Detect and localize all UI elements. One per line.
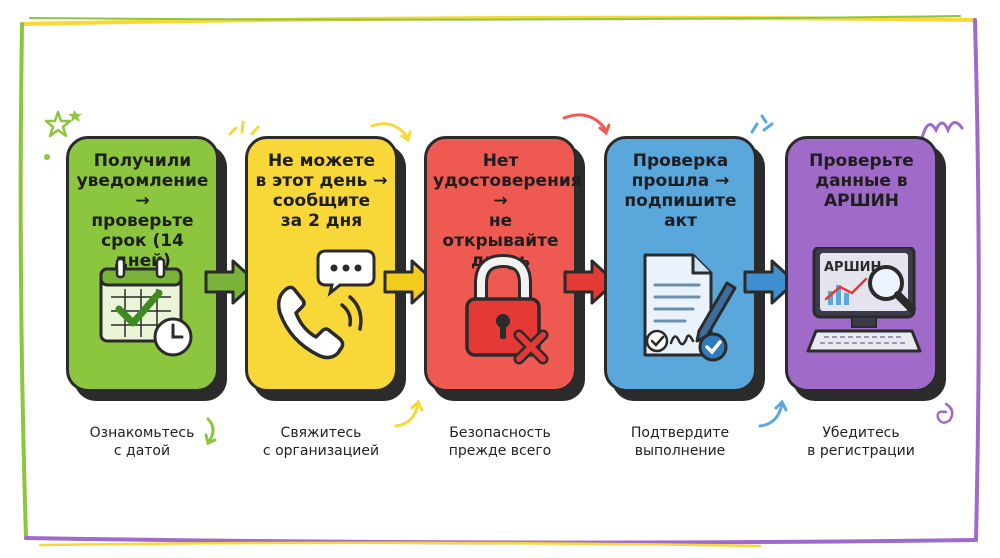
screen-label: АРШИН — [824, 260, 881, 275]
arrow-right-icon — [204, 259, 258, 305]
bracket-mark-icon — [204, 417, 217, 446]
curved-arrow-icon — [758, 399, 788, 428]
computer-search-icon: АРШИН — [806, 247, 922, 353]
step-5-title: Проверьте данные в АРШИН — [809, 151, 914, 211]
spark-lines-icon — [228, 120, 260, 136]
step-1-title: Получили уведомление → проверьте срок (1… — [76, 151, 209, 271]
curved-arrow-icon — [370, 122, 412, 143]
step-4-caption: Подтвердите выполнение — [630, 425, 730, 459]
step-card-4: Проверка прошла → подпишите акт — [604, 136, 757, 392]
arrow-right-icon — [743, 259, 797, 305]
phone-call-icon — [276, 249, 376, 360]
step-card-5: Проверьте данные в АРШИН АРШИН — [785, 136, 938, 392]
spark-lines-icon — [750, 114, 774, 134]
step-1-caption: Ознакомьтесь с датой — [89, 425, 195, 459]
step-card-1: Получили уведомление → проверьте срок (1… — [66, 136, 219, 392]
padlock-denied-icon — [465, 253, 549, 365]
step-5-caption: Убедитесь в регистрации — [807, 425, 915, 459]
swirl-icon — [920, 121, 964, 140]
step-3-caption: Безопасность прежде всего — [448, 425, 552, 459]
star-icon — [44, 110, 82, 138]
step-4-title: Проверка прошла → подпишите акт — [624, 151, 737, 231]
swirl-icon — [936, 402, 954, 424]
calendar-clock-icon — [99, 257, 193, 357]
step-card-3: Нет удостоверения → не открывайте дверь — [424, 136, 582, 392]
dot-icon — [44, 154, 50, 160]
step-2-title: Не можете в этот день → сообщите за 2 дн… — [255, 151, 388, 231]
curved-arrow-icon — [562, 113, 611, 136]
step-card-2: Не можете в этот день → сообщите за 2 дн… — [245, 136, 398, 392]
signed-document-icon — [643, 253, 737, 362]
step-2-caption: Свяжитесь с организацией — [262, 425, 380, 459]
curved-arrow-icon — [394, 399, 424, 428]
arrow-right-icon — [383, 259, 437, 305]
arrow-right-icon — [563, 259, 617, 305]
